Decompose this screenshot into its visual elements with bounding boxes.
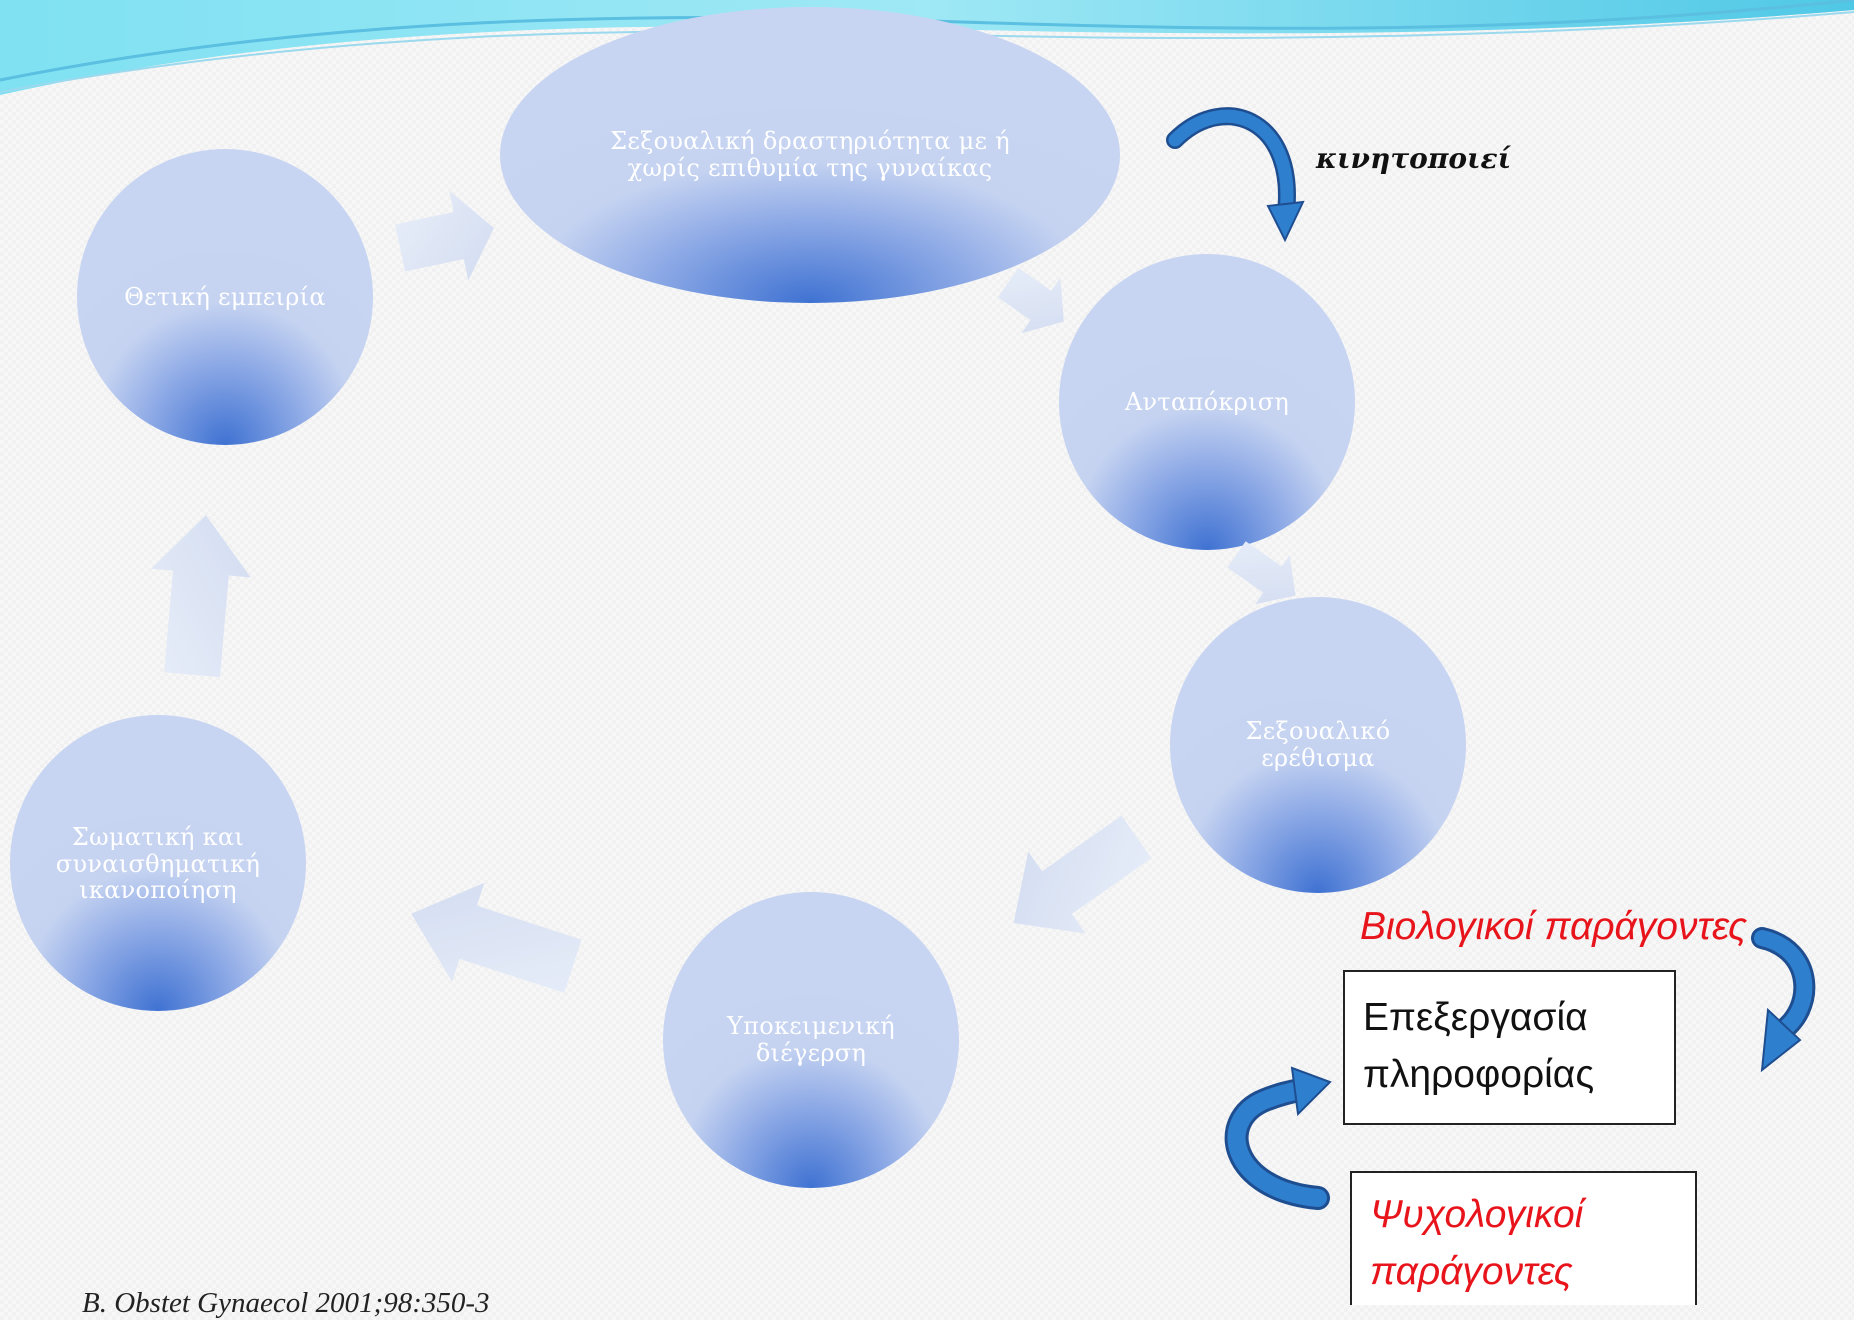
- node-response: Ανταπόκριση: [1124, 387, 1290, 416]
- node-sexual-activity-shape: [500, 7, 1120, 303]
- node-sexual-stimulus: Σεξουαλικό ερέθισμα: [1245, 717, 1391, 772]
- mobilizes-label: κινητοποιεί: [1316, 142, 1512, 175]
- node-sexual-activity: Σεξουαλική δραστηριότητα με ή χωρίς επιθ…: [610, 127, 1010, 182]
- information-processing-box: Επεξεργασία πληροφορίας: [1343, 970, 1676, 1125]
- mobilizes-curved-arrow-icon: [1166, 107, 1305, 243]
- information-processing-label: Επεξεργασία πληροφορίας: [1363, 996, 1595, 1096]
- arrow-activity-to-response: [997, 267, 1064, 334]
- node-satisfaction: Σωματική και συναισθηματική ικανοποίηση: [55, 822, 261, 905]
- node-response-shape: [1059, 254, 1355, 550]
- arrow-stimulus-to-arousal: [1013, 815, 1152, 934]
- node-positive-experience-shape: [77, 149, 373, 445]
- arrow-response-to-stimulus: [1227, 541, 1296, 605]
- node-subjective-arousal-shape: [663, 892, 959, 1188]
- psychological-factors-box: Ψυχολογικοί παράγοντες: [1350, 1171, 1697, 1305]
- node-satisfaction-shape: [10, 715, 306, 1011]
- node-subjective-arousal: Υποκειμενική διέγερση: [727, 1012, 895, 1067]
- arrow-positive-to-activity: [395, 190, 494, 281]
- psychological-factors-label: Ψυχολογικοί παράγοντες: [1370, 1193, 1584, 1293]
- arrow-arousal-to-satisfaction: [411, 882, 582, 993]
- psychological-curved-arrow-icon: [1224, 1066, 1332, 1210]
- biological-factors-label: Βιολογικοί παράγοντες: [1360, 905, 1748, 948]
- biological-curved-arrow-icon: [1751, 927, 1816, 1073]
- arrow-satisfaction-to-positive: [151, 515, 251, 678]
- citation: B. Obstet Gynaecol 2001;98:350-3: [82, 1287, 490, 1319]
- node-positive-experience: Θετική εμπειρία: [124, 282, 326, 311]
- node-sexual-stimulus-shape: [1170, 597, 1466, 893]
